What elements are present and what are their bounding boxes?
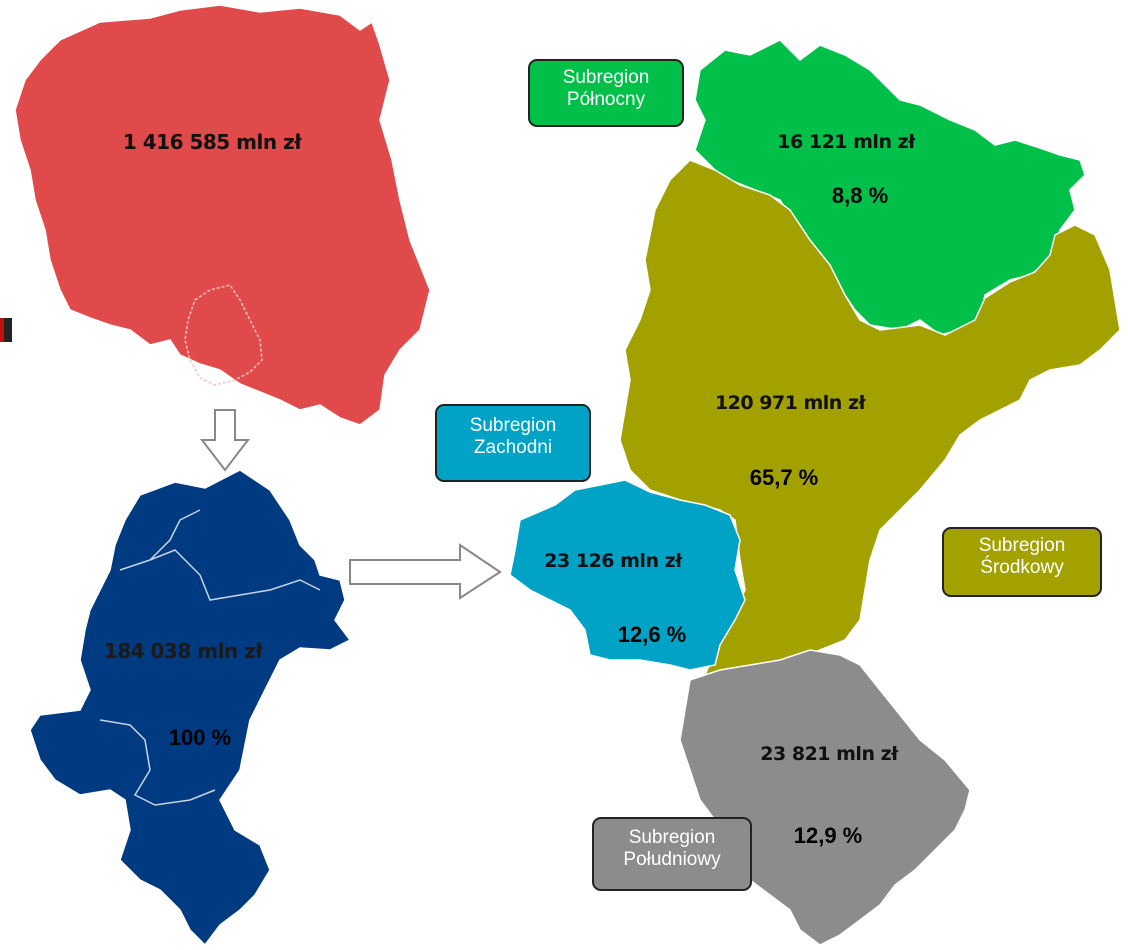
west-percent-label: 12,6 %: [617, 622, 687, 647]
west-value-label: 23 126 mln zł: [544, 550, 682, 572]
poland-region-shape: [14, 4, 431, 426]
middle-percent-label: 65,7 %: [749, 465, 819, 490]
south-name-line2: Południowy: [623, 849, 721, 870]
middle-subregion-name-box: Subregion Środkowy: [942, 527, 1102, 597]
middle-name-line1: Subregion: [978, 535, 1066, 556]
right-arrow-icon: [349, 543, 502, 600]
south-subregion-shape: [679, 649, 971, 946]
poland-value-label: 1 416 585 mln zł: [122, 130, 302, 154]
middle-name-line2: Środkowy: [980, 557, 1064, 578]
silesia-region-shape: [29, 469, 352, 947]
silesia-subregion-borders: [99, 509, 321, 806]
north-name-line2: Północny: [566, 89, 646, 110]
down-arrow-icon: [199, 409, 251, 472]
poland-silesia-outline: [184, 284, 263, 386]
north-value-label: 16 121 mln zł: [777, 131, 915, 153]
north-subregion-name-box: Subregion Północny: [528, 59, 684, 127]
north-name-line1: Subregion: [562, 67, 650, 88]
edge-marker: [0, 318, 12, 342]
silesia-percent-label: 100 %: [168, 725, 232, 750]
west-name-line1: Subregion: [469, 415, 557, 436]
south-name-line1: Subregion: [628, 827, 716, 848]
south-value-label: 23 821 mln zł: [760, 743, 898, 765]
middle-value-label: 120 971 mln zł: [714, 392, 866, 414]
west-subregion-name-box: Subregion Zachodni: [435, 404, 591, 482]
south-subregion-name-box: Subregion Południowy: [592, 817, 752, 891]
north-percent-label: 8,8 %: [831, 183, 889, 208]
west-name-line2: Zachodni: [473, 437, 553, 458]
south-percent-label: 12,9 %: [793, 823, 863, 848]
silesia-value-label: 184 038 mln zł: [103, 639, 263, 663]
west-subregion-shape: [509, 479, 746, 671]
